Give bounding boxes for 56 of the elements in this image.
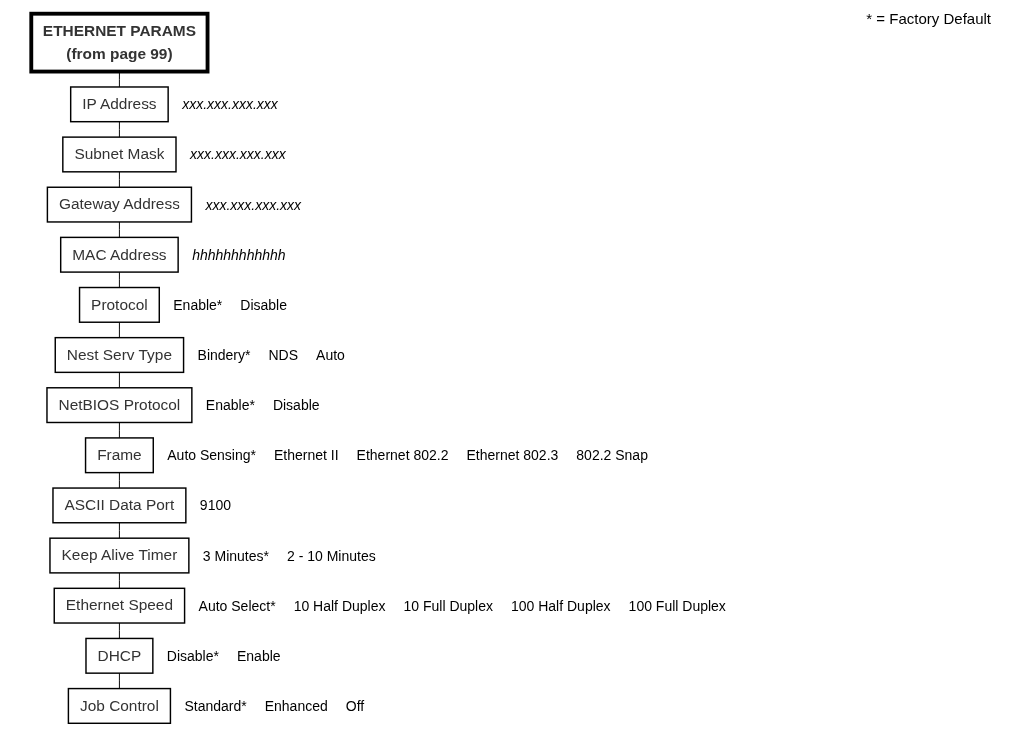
node-box: Job Control [67,687,172,724]
node-box: Nest Serv Type [54,336,185,374]
option-value: Disable* [166,646,219,665]
option-value: 2 - 10 Minutes [287,546,376,565]
option-value: Auto Select* [198,596,276,615]
option-value: Disable [272,396,320,415]
option-value: 3 Minutes* [202,546,269,565]
node-box: Ethernet Speed [53,587,186,624]
option-value: 10 Full Duplex [403,596,493,615]
connector [118,672,120,690]
option-value: Enable* [173,295,223,314]
connector [118,371,120,389]
node-box: ASCII Data Port [52,487,187,524]
node-box: Frame [84,437,154,474]
connector [118,522,120,539]
option-value: Bindery* [197,346,251,364]
connector [118,321,120,339]
node-box: NetBIOS Protocol [46,387,193,424]
option-value: Enhanced [264,696,328,715]
option-value: 10 Half Duplex [293,596,386,615]
connector [118,472,120,489]
option-value: 9100 [199,496,231,515]
connector [118,422,120,439]
option-value: xxx.xxx.xxx.xxx [190,145,286,164]
connector [118,572,120,589]
note-text: * = Factory Default [866,10,991,27]
option-value: hhhhhhhhhhhh [192,245,286,264]
connector [118,221,120,238]
option-value: 100 Full Duplex [628,596,726,615]
node-box: Subnet Mask [62,136,177,173]
option-value: Disable [240,295,287,314]
connector [118,622,120,639]
node-box: Keep Alive Timer [49,537,190,574]
connector [118,271,120,288]
node-box: ETHERNET PARAMS (from page 99) [29,11,210,74]
option-value: xxx.xxx.xxx.xxx [182,95,278,114]
node-box: Protocol [78,286,160,323]
option-value: Enable* [205,396,255,415]
node-box: MAC Address [59,236,179,273]
node-box: IP Address [69,86,169,123]
node-box: Gateway Address [46,186,193,223]
option-value: Ethernet 802.3 [466,446,559,465]
option-value: Standard* [184,696,247,715]
option-value: 100 Half Duplex [510,596,611,615]
option-value: Ethernet II [274,446,339,465]
connector [118,171,120,188]
option-value: xxx.xxx.xxx.xxx [205,195,302,214]
option-value: Ethernet 802.2 [356,446,449,465]
option-value: Off [345,696,365,715]
option-value: NDS [268,346,299,364]
node-box: DHCP [85,637,154,674]
connector [118,121,120,138]
option-value: Auto [316,346,345,364]
option-value: 802.2 Snap [576,446,648,465]
option-value: Enable [236,646,281,665]
option-value: Auto Sensing* [167,446,256,465]
